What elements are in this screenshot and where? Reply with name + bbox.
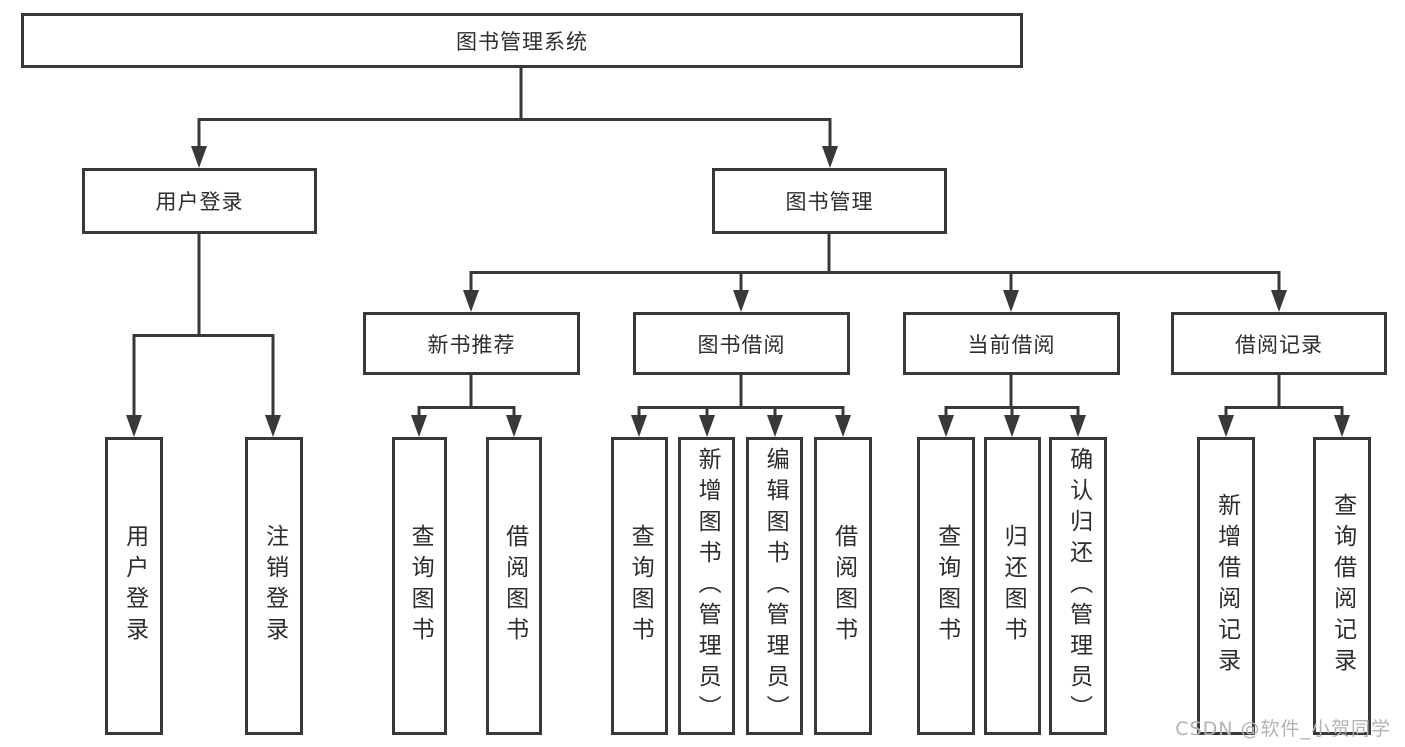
node-root-label: 图书管理系统 xyxy=(456,29,588,54)
leaf-query-books-current-label: 查询图书 xyxy=(933,524,960,648)
node-book-borrow: 图书借阅 xyxy=(633,312,850,375)
leaf-query-books-borrow: 查询图书 xyxy=(611,437,668,735)
edge-current-borrow-to-children xyxy=(938,375,1086,437)
leaf-user-login-label: 用户登录 xyxy=(121,524,148,648)
leaf-query-borrow-record-label: 查询借阅记录 xyxy=(1329,493,1356,679)
leaf-logout-label: 注销登录 xyxy=(261,524,288,648)
edge-user-login-to-children xyxy=(126,234,281,437)
leaf-add-books-admin-label: 新增图书（管理员） xyxy=(694,446,721,726)
leaf-query-books-recommend: 查询图书 xyxy=(392,437,447,735)
edge-book-mgmt-to-level3 xyxy=(463,234,1287,312)
node-new-book-recommend: 新书推荐 xyxy=(363,312,580,375)
leaf-query-books-recommend-label: 查询图书 xyxy=(407,524,434,648)
node-book-management-label: 图书管理 xyxy=(785,190,874,214)
edge-root-to-level2 xyxy=(191,68,838,168)
edge-new-book-to-children xyxy=(411,375,522,437)
node-current-borrow: 当前借阅 xyxy=(903,312,1120,375)
csdn-watermark: CSDN @软件_小贺同学 xyxy=(1175,718,1391,740)
node-book-borrow-label: 图书借阅 xyxy=(697,332,786,357)
leaf-logout: 注销登录 xyxy=(245,437,303,735)
node-borrow-records: 借阅记录 xyxy=(1171,312,1387,375)
edge-borrow-records-to-children xyxy=(1218,375,1350,437)
leaf-query-borrow-record: 查询借阅记录 xyxy=(1313,437,1371,735)
node-current-borrow-label: 当前借阅 xyxy=(967,332,1056,357)
leaf-borrow-books: 借阅图书 xyxy=(814,437,872,735)
node-user-login-group-label: 用户登录 xyxy=(155,190,244,214)
edge-book-borrow-to-children xyxy=(631,375,851,437)
leaf-edit-books-admin: 编辑图书（管理员） xyxy=(746,437,803,735)
node-user-login-group: 用户登录 xyxy=(82,168,317,234)
leaf-borrow-books-label: 借阅图书 xyxy=(830,524,857,648)
leaf-add-borrow-record: 新增借阅记录 xyxy=(1197,437,1255,735)
leaf-query-books-borrow-label: 查询图书 xyxy=(627,524,654,648)
node-new-book-recommend-label: 新书推荐 xyxy=(427,332,516,357)
leaf-query-books-current: 查询图书 xyxy=(917,437,975,735)
leaf-return-books: 归还图书 xyxy=(984,437,1041,735)
leaf-return-books-label: 归还图书 xyxy=(1000,524,1027,648)
leaf-add-borrow-record-label: 新增借阅记录 xyxy=(1213,493,1240,679)
leaf-confirm-return-admin: 确认归还（管理员） xyxy=(1049,437,1107,735)
node-book-management: 图书管理 xyxy=(712,168,947,234)
node-borrow-records-label: 借阅记录 xyxy=(1235,332,1323,357)
leaf-user-login: 用户登录 xyxy=(105,437,163,735)
leaf-add-books-admin: 新增图书（管理员） xyxy=(678,437,735,735)
leaf-edit-books-admin-label: 编辑图书（管理员） xyxy=(762,446,789,726)
node-root: 图书管理系统 xyxy=(21,13,1023,68)
leaf-borrow-books-recommend: 借阅图书 xyxy=(486,437,542,735)
leaf-borrow-books-recommend-label: 借阅图书 xyxy=(501,524,528,648)
leaf-confirm-return-admin-label: 确认归还（管理员） xyxy=(1065,446,1092,726)
